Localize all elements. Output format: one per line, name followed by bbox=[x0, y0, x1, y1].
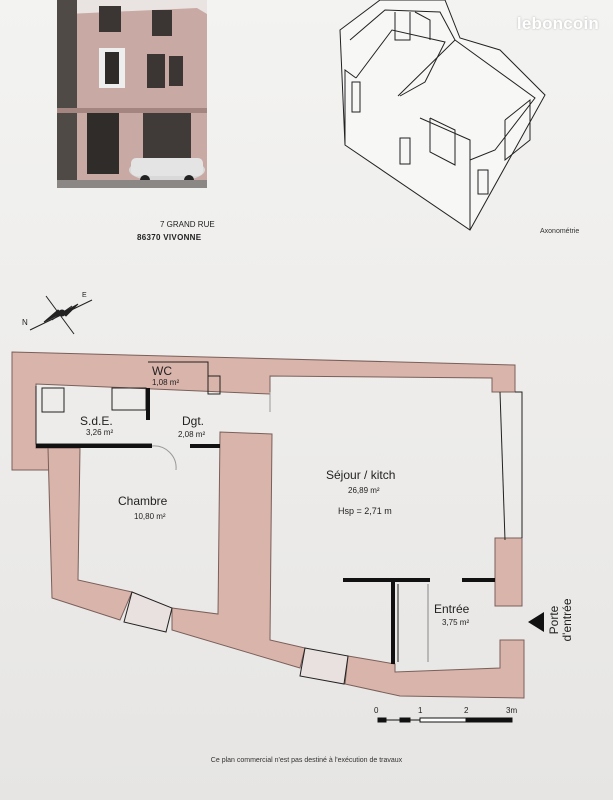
room-sejour-area: 26,89 m² bbox=[348, 486, 380, 495]
room-chambre-name: Chambre bbox=[118, 494, 168, 508]
scale-tick-3: 3m bbox=[506, 706, 518, 715]
brand-watermark: leboncoin bbox=[516, 14, 599, 33]
address-street: 7 GRAND RUE bbox=[160, 220, 215, 229]
compass-east: E bbox=[82, 292, 87, 299]
room-entree-name: Entrée bbox=[434, 602, 470, 616]
wall-chambre bbox=[171, 431, 306, 669]
room-sejour-height: Hsp = 2,71 m bbox=[338, 506, 392, 516]
compass-north: N bbox=[22, 318, 28, 327]
disclaimer: Ce plan commercial n'est pas destiné à l… bbox=[210, 757, 403, 764]
room-wc-name: WC bbox=[152, 364, 172, 378]
building-photo bbox=[57, 0, 207, 188]
wall-left bbox=[47, 447, 133, 621]
scale-tick-2: 2 bbox=[464, 706, 469, 715]
scale-tick-0: 0 bbox=[374, 706, 379, 715]
room-sejour-name: Séjour / kitch bbox=[326, 468, 396, 482]
room-wc-area: 1,08 m² bbox=[152, 378, 180, 387]
building-photo-drawing bbox=[57, 0, 207, 188]
axonometry-label: Axonométrie bbox=[540, 228, 580, 235]
room-sde-name: S.d.E. bbox=[80, 414, 113, 428]
entrance-label-line2: d'entrée bbox=[560, 598, 574, 642]
wall-right bbox=[494, 537, 523, 607]
scale-tick-1: 1 bbox=[418, 706, 423, 715]
address-city: 86370 VIVONNE bbox=[137, 233, 202, 242]
room-dgt-area: 2,08 m² bbox=[178, 430, 206, 439]
room-entree-area: 3,75 m² bbox=[442, 618, 470, 627]
wall-bottom bbox=[344, 639, 525, 699]
room-dgt-name: Dgt. bbox=[182, 414, 205, 428]
room-sde-area: 3,26 m² bbox=[86, 428, 114, 437]
entrance-label: Porte d'entrée bbox=[547, 590, 574, 650]
room-chambre-area: 10,80 m² bbox=[134, 512, 166, 521]
entrance-arrow-icon bbox=[528, 612, 544, 632]
